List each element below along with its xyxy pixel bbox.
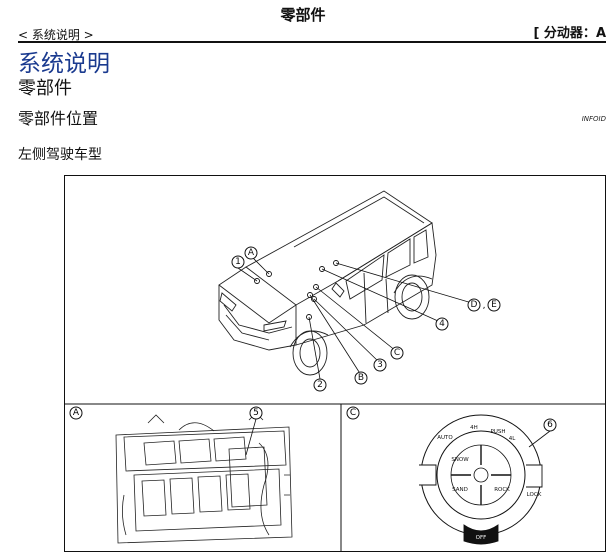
label-4l: 4L <box>509 436 516 442</box>
svg-text:A: A <box>248 248 255 258</box>
subsystem-cut-text: A <box>595 26 606 41</box>
breadcrumb[interactable]: < 系统说明 > <box>18 28 94 42</box>
topic-title: 零部件位置 <box>18 109 99 128</box>
callout-4: 4 <box>435 317 449 331</box>
label-4h: 4H <box>470 425 478 431</box>
svg-text:2: 2 <box>317 380 323 390</box>
panel-a: A 5 <box>69 406 293 544</box>
vehicle-illustration <box>218 190 437 376</box>
callout-b: B <box>354 371 368 385</box>
label-rock: ROCK <box>494 487 510 493</box>
callout-circles: 1 A 2 B 3 C 4 D , E <box>231 246 501 392</box>
label-snow: SNOW <box>451 457 469 463</box>
component-location-figure: 1 A 2 B 3 C 4 D , E A <box>64 175 606 552</box>
label-auto: AUTO <box>437 435 453 441</box>
svg-text:4: 4 <box>439 319 445 329</box>
label-sand: SAND <box>452 487 468 493</box>
header-rule <box>18 41 606 43</box>
transfer-switch-illustration: AUTO 4H PUSH 4L SNOW SAND ROCK LOCK OFF <box>419 414 543 545</box>
label-push: PUSH <box>491 429 506 435</box>
panel-a-label-callout: A <box>69 406 83 420</box>
callout-d: D <box>467 298 481 312</box>
svg-text:C: C <box>350 408 356 418</box>
svg-text:A: A <box>73 408 80 418</box>
page-header-title: 零部件 <box>280 6 326 24</box>
panel-a-dashboard-illustration <box>115 412 293 544</box>
callout-5: 5 <box>249 406 263 420</box>
callout-e: E <box>487 298 501 312</box>
panel-c: C AUTO 4H PUSH 4L SNOW SAND <box>346 406 557 545</box>
callout-3: 3 <box>373 358 387 372</box>
svg-text:D: D <box>471 300 478 310</box>
callout-6: 6 <box>543 418 557 432</box>
subsystem-label: [ 分动器：A <box>533 22 606 41</box>
svg-text:B: B <box>358 373 364 383</box>
svg-text:E: E <box>491 300 497 310</box>
svg-text:C: C <box>394 348 400 358</box>
section-title: 系统说明 <box>18 51 110 77</box>
callout-2: 2 <box>313 378 327 392</box>
callout-a: A <box>244 246 258 260</box>
label-lock: LOCK <box>527 492 542 498</box>
svg-text:3: 3 <box>377 360 383 370</box>
subsection-title: 零部件 <box>18 78 72 99</box>
callout-comma: , <box>483 301 486 311</box>
info-id: INFOID <box>581 115 606 123</box>
svg-text:1: 1 <box>235 257 241 267</box>
svg-text:5: 5 <box>253 408 259 418</box>
callout-c: C <box>390 346 404 360</box>
variant-title: 左侧驾驶车型 <box>18 147 102 163</box>
leader-lines <box>237 256 473 380</box>
label-off: OFF <box>476 535 487 541</box>
svg-text:6: 6 <box>547 420 553 430</box>
subsystem-text: [ 分动器： <box>533 26 596 41</box>
callout-1: 1 <box>231 255 245 269</box>
panel-c-leader <box>528 430 551 448</box>
panel-c-label-callout: C <box>346 406 360 420</box>
panel-a-leader <box>245 418 257 456</box>
